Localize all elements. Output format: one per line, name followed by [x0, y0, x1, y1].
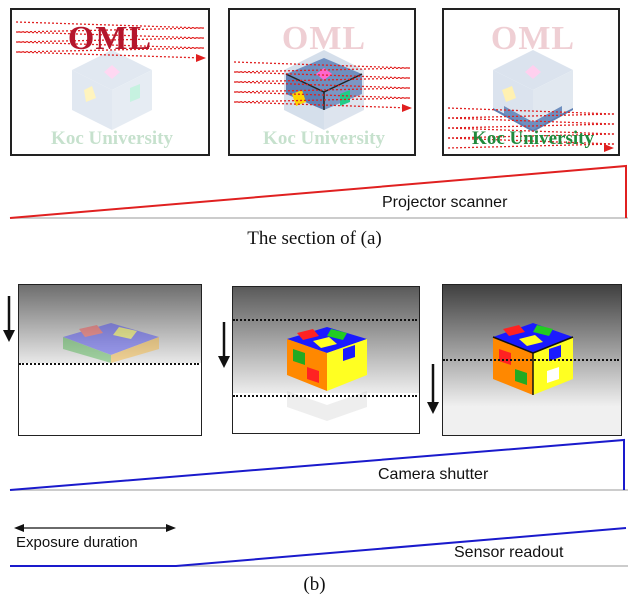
university-text: Koc University — [263, 128, 385, 149]
frame-2-art — [233, 50, 412, 130]
university-text: Koc University — [472, 128, 594, 149]
frame-1-cube — [63, 323, 159, 363]
down-arrow-icon — [218, 356, 230, 368]
down-arrow-icon — [427, 402, 439, 414]
scan-frame-3: OML Koc University — [442, 8, 620, 156]
cube-icon — [72, 50, 152, 130]
scan-window — [443, 359, 619, 435]
shutter-frame-1 — [18, 284, 202, 436]
cube-icon — [287, 327, 367, 391]
exposure-duration-label: Exposure duration — [16, 534, 138, 551]
oml-logo-text: OML — [281, 20, 367, 57]
shutter-frame-2 — [232, 286, 420, 434]
cube-icon — [63, 323, 159, 363]
cube-icon — [493, 106, 573, 132]
cube-icon — [492, 323, 574, 395]
right-arrow-icon — [166, 524, 176, 532]
camera-shutter-label: Camera shutter — [378, 466, 489, 483]
caption-a: The section of (a) — [247, 228, 382, 249]
university-text: Koc University — [51, 128, 173, 149]
left-arrow-icon — [14, 524, 24, 532]
frame-2-cube — [287, 327, 367, 421]
exposed-band — [19, 285, 201, 363]
scan-window — [19, 285, 199, 365]
down-arrow-icon — [3, 330, 15, 342]
caption-b: (b) — [303, 574, 326, 595]
frame-3-cube — [492, 323, 574, 395]
scan-frame-2: OML Koc University — [228, 8, 416, 156]
oml-logo-text: OML — [490, 20, 576, 57]
frame-3-art — [447, 50, 615, 152]
scan-frame-1: OML Koc University — [10, 8, 210, 156]
projector-scanner-label: Projector scanner — [382, 194, 508, 211]
cube-icon — [285, 58, 363, 110]
shutter-frame-3 — [442, 284, 622, 436]
frame-1-art — [15, 21, 206, 130]
oml-logo-text: OML — [67, 20, 153, 57]
scan-window — [233, 319, 417, 397]
sensor-readout-label: Sensor readout — [454, 544, 564, 561]
